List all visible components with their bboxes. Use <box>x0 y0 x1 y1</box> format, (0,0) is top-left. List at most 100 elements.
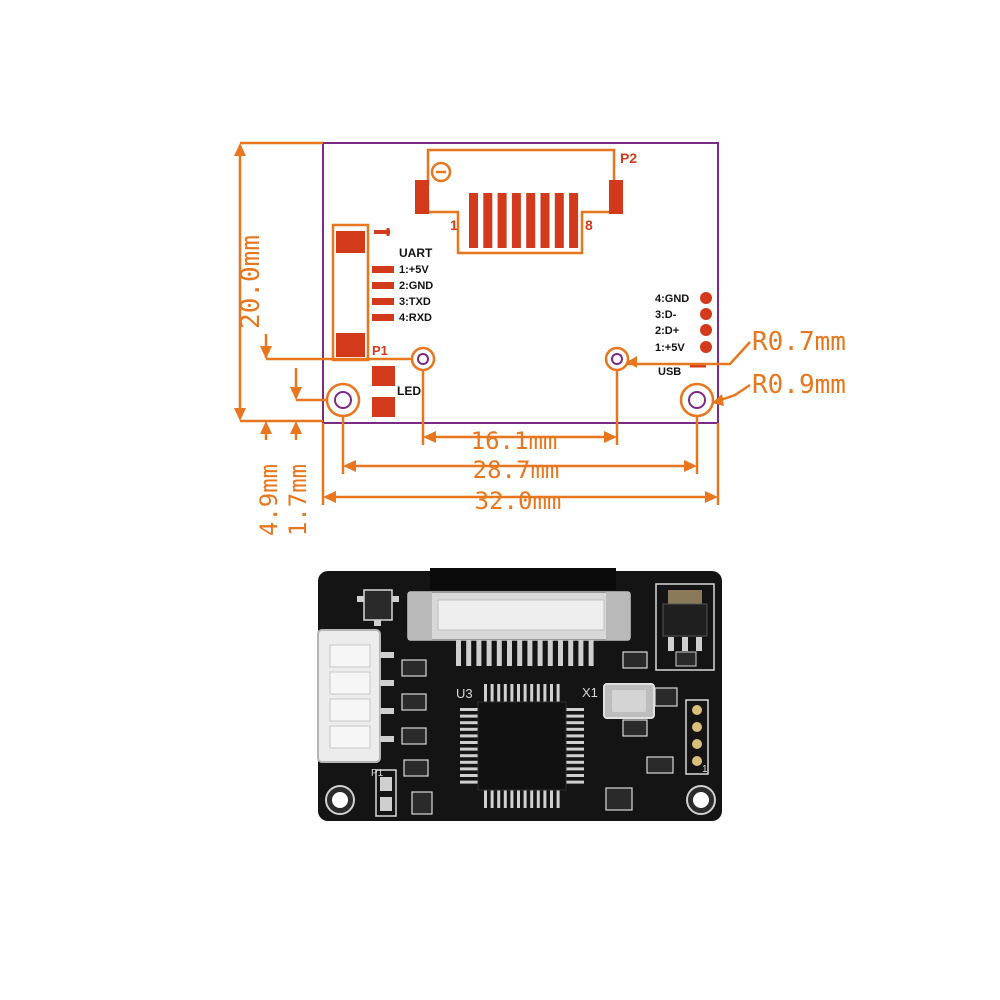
board-outline <box>322 142 719 424</box>
connector-pin <box>547 640 553 666</box>
connector-pin <box>537 640 543 666</box>
chip-lead <box>510 790 514 808</box>
chip-lead <box>566 767 584 771</box>
fpc-connector <box>407 568 631 666</box>
usb-pin-label: 3:D- <box>655 309 677 321</box>
chip-lead <box>566 714 584 718</box>
total-width: 32.0mm <box>475 487 562 515</box>
pcb-dimension-drawing: P2 1 8 UART 1:+5V 2:GND 3:TXD 4:RXD P1 <box>234 141 846 536</box>
fpc-pin-pads <box>469 193 579 248</box>
usb-pin-label: 4:GND <box>655 293 689 305</box>
large-hole-radius: R0.9mm <box>752 370 846 400</box>
chip-lead <box>566 754 584 758</box>
led-footprint: LED <box>372 366 421 417</box>
uart-pin-label: 3:TXD <box>399 296 431 308</box>
usb-pin-pad <box>700 308 712 320</box>
chip-lead <box>460 767 478 771</box>
outer-hole-spacing: 28.7mm <box>473 456 560 484</box>
chip-lead <box>460 721 478 725</box>
large-hole-icon <box>679 382 715 418</box>
chip-lead <box>503 790 507 808</box>
fpc-pin-pad <box>569 193 579 248</box>
small-hole-radius: R0.7mm <box>752 327 846 357</box>
chip-lead <box>460 780 478 784</box>
chip-lead <box>556 684 560 702</box>
uart-connector-p1: UART 1:+5V 2:GND 3:TXD 4:RXD P1 <box>331 223 433 362</box>
led-component <box>375 769 397 817</box>
p1-pin-pad <box>372 282 394 289</box>
chip-lead <box>523 790 527 808</box>
p1-silkscreen: P1 <box>371 768 384 779</box>
chip-lead <box>543 790 547 808</box>
chip-lead <box>460 727 478 731</box>
chip-lead <box>566 760 584 764</box>
chip-lead <box>566 727 584 731</box>
led-label: LED <box>397 384 421 398</box>
connector-pin <box>588 640 594 666</box>
chip-lead <box>550 684 553 702</box>
connector-pin <box>517 640 523 666</box>
fpc-pin-pad <box>497 193 507 248</box>
chip-lead <box>517 790 520 808</box>
pcb-board-photo: P1 U3 X1 <box>317 568 722 821</box>
small-hole-icon <box>410 346 436 372</box>
chip-lead <box>490 684 494 702</box>
chip-lead <box>460 741 478 744</box>
fpc-pin-pad <box>469 193 478 248</box>
chip-lead <box>484 684 487 702</box>
uart-pin-label: 4:RXD <box>399 312 432 324</box>
chip-lead <box>503 684 507 702</box>
small-hole-icon <box>604 346 630 372</box>
chip-lead <box>497 790 501 808</box>
chip-lead <box>566 741 584 744</box>
chip-lead <box>460 760 478 764</box>
p2-designator: P2 <box>620 150 637 166</box>
offset-outer-hole: 1.7mm <box>284 464 312 536</box>
p1-pin-pad <box>372 314 394 321</box>
p2-pin-first: 1 <box>450 217 458 233</box>
p2-pin-last: 8 <box>585 217 593 233</box>
dimension-arrowheads <box>234 143 724 503</box>
connector-pin <box>507 640 512 666</box>
connector-pin <box>456 640 461 666</box>
transistor <box>357 589 399 626</box>
chip-body <box>477 701 567 791</box>
chip-lead <box>536 684 540 702</box>
connector-pin <box>527 640 533 666</box>
chip-lead <box>517 684 520 702</box>
smd-passives <box>401 651 678 815</box>
chip-lead <box>510 684 514 702</box>
uart-pin-label: 2:GND <box>399 280 433 292</box>
fpc-anchor-pad-right <box>609 180 623 214</box>
p1-pin-pad <box>372 266 394 273</box>
uart-pin-label: 1:+5V <box>399 264 429 276</box>
usb-header: 4:GND 3:D- 2:D+ 1:+5V USB <box>655 292 712 378</box>
usb-title: USB <box>658 366 681 378</box>
chip-lead <box>460 747 478 751</box>
chip-lead <box>490 790 494 808</box>
usb-pin-label: 1:+5V <box>655 342 685 354</box>
chip-lead <box>543 684 547 702</box>
fpc-pin-pad <box>540 193 550 248</box>
chip-lead <box>536 790 540 808</box>
connector-pin <box>568 640 574 666</box>
p1-pin-pad <box>372 298 394 305</box>
fpc-pin-pad <box>511 193 521 248</box>
chip-lead <box>484 790 487 808</box>
pin1-marker-icon <box>430 161 452 183</box>
p1-mount-pad-top <box>336 231 365 253</box>
qfp-chip-u3 <box>460 684 584 808</box>
chip-lead <box>523 684 527 702</box>
fpc-anchor-pad-left <box>415 180 429 214</box>
chip-lead <box>530 790 534 808</box>
chip-lead <box>566 774 584 777</box>
usb-pin-label: 2:D+ <box>655 325 679 337</box>
chip-leads <box>460 684 584 808</box>
fpc-pin-pad <box>554 193 564 248</box>
usb-pin-pad <box>700 324 712 336</box>
p1-designator: P1 <box>372 343 388 358</box>
u3-silkscreen: U3 <box>456 686 473 701</box>
usb-pin1-silkscreen: 1 <box>702 764 708 775</box>
fpc-pin-pad <box>483 193 493 248</box>
chip-lead <box>530 684 534 702</box>
